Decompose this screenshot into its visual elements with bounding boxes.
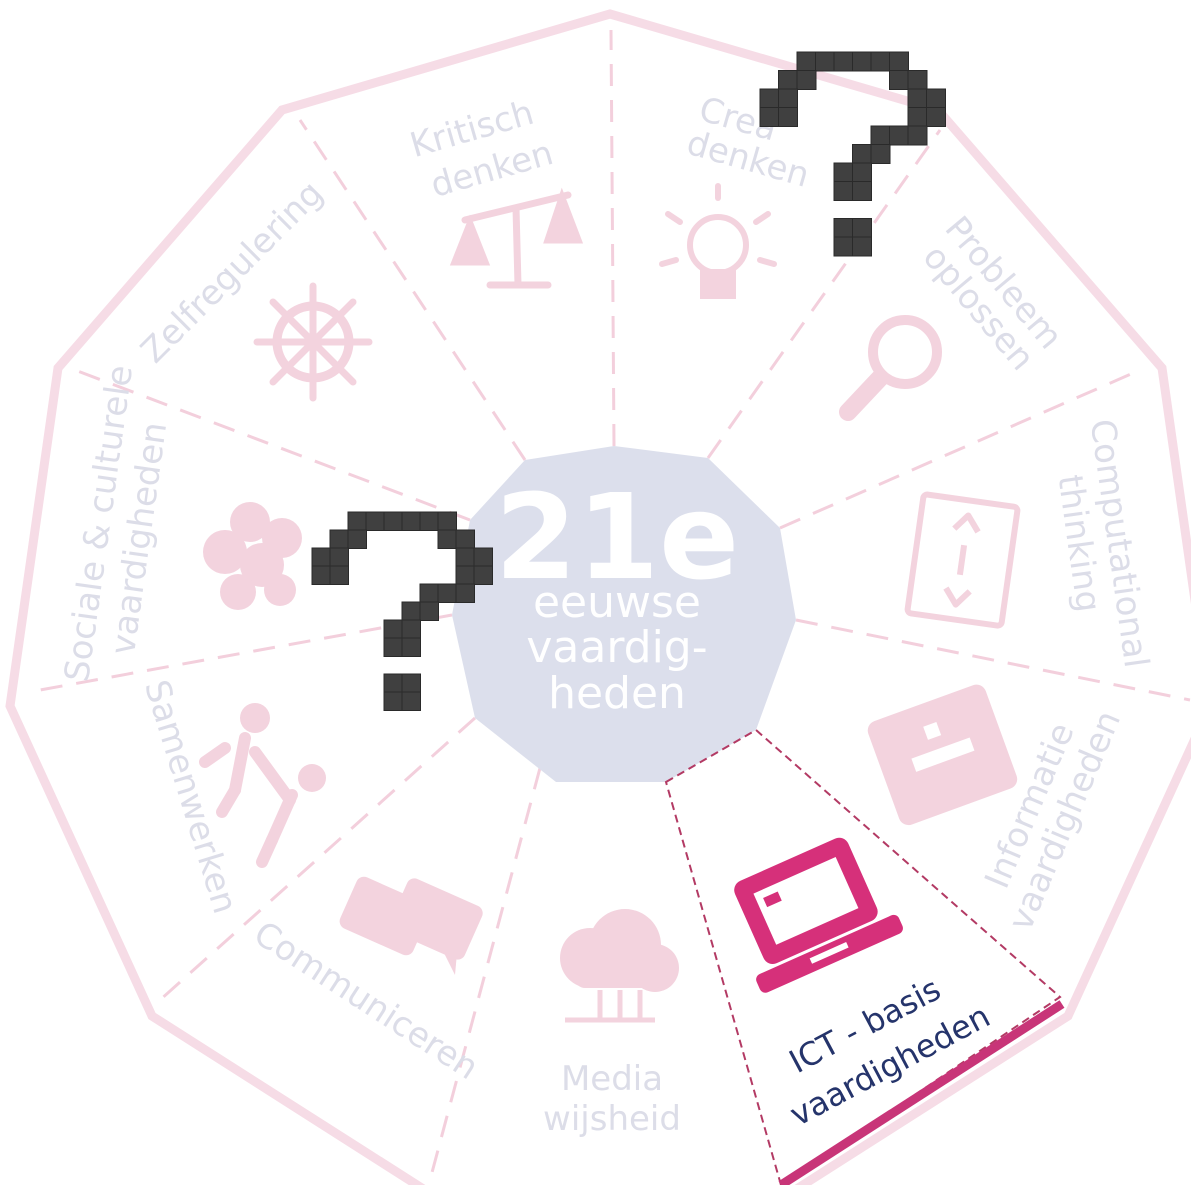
people-icon — [199, 703, 326, 868]
segment-media: Media wijsheid — [543, 909, 681, 1139]
magnifier-icon — [839, 315, 942, 421]
lightbulb-icon — [659, 183, 777, 299]
hub-title: 21e — [495, 468, 739, 606]
segment-dividers — [39, 29, 1191, 1181]
hub-line-2: vaardig- — [526, 622, 707, 673]
info-icon — [867, 684, 1018, 826]
cloud-like-icon — [560, 909, 679, 1023]
segment-media-label-2: wijsheid — [543, 1099, 681, 1139]
question-mark-icon — [311, 511, 493, 711]
ict-wedge-edge — [778, 1000, 1065, 1185]
scales-icon — [449, 187, 584, 289]
code-window-icon — [904, 491, 1021, 629]
segment-media-label-1: Media — [561, 1059, 663, 1099]
hub-line-1: eeuwse — [533, 577, 701, 628]
center-hub — [452, 446, 796, 782]
ict-wedge — [664, 728, 1062, 1185]
ship-wheel-icon — [253, 282, 373, 402]
group-icon — [203, 502, 302, 610]
question-mark-icon — [759, 51, 946, 257]
segment-ict[interactable]: ICT - basis vaardigheden — [664, 728, 1065, 1185]
laptop-icon — [734, 837, 903, 993]
speech-bubbles-icon — [339, 876, 483, 975]
hub-line-3: heden — [548, 668, 686, 719]
